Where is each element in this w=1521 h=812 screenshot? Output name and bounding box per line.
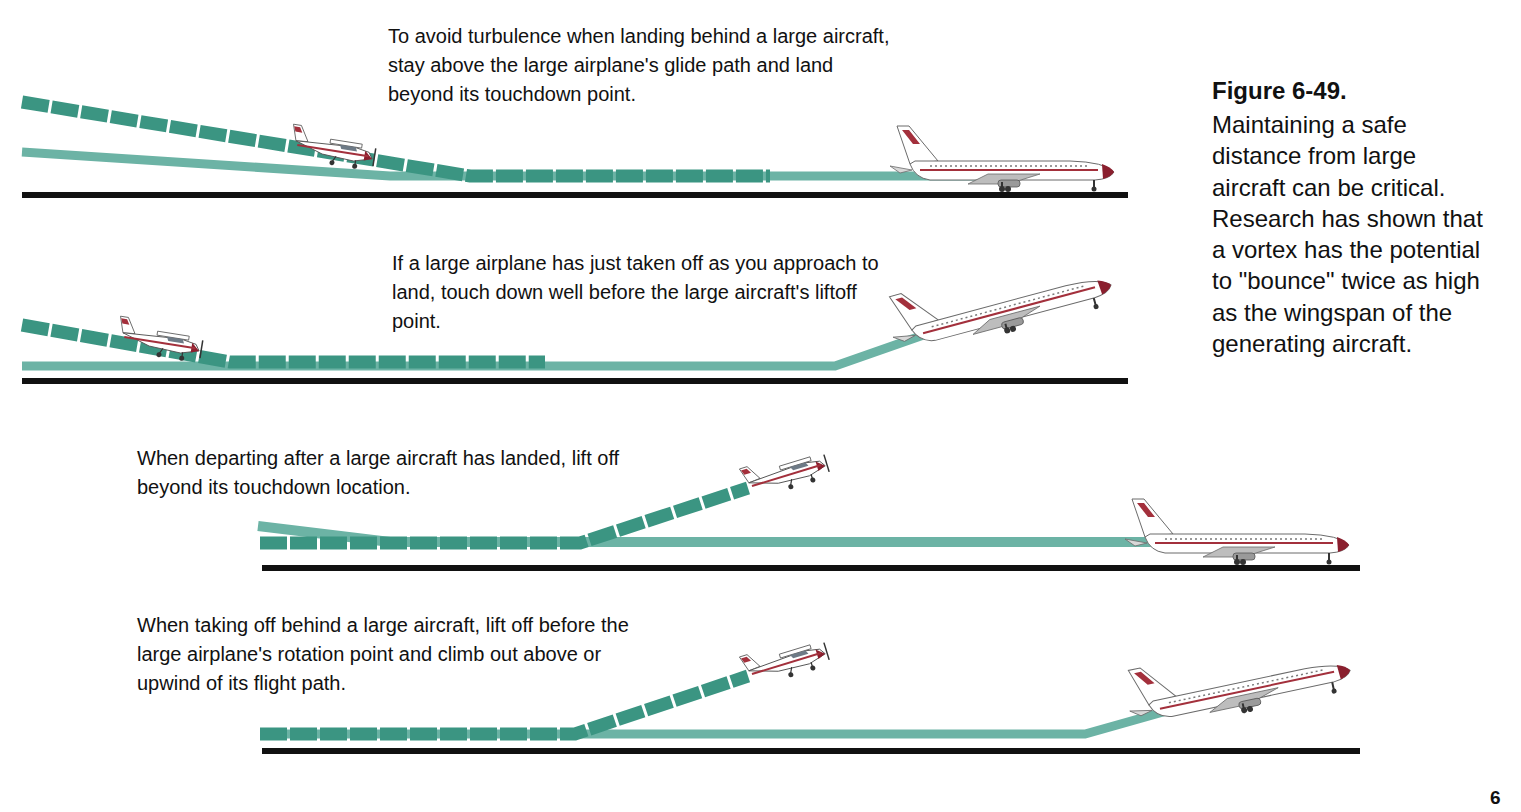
figure-caption: Maintaining a safe distance from large a… bbox=[1212, 109, 1488, 359]
figure-title: Figure 6-49. bbox=[1212, 75, 1492, 106]
runway bbox=[22, 192, 1128, 198]
panel-note: When taking off behind a large aircraft,… bbox=[137, 611, 637, 698]
runway bbox=[262, 748, 1360, 754]
flight-path bbox=[22, 102, 770, 176]
small-airplane bbox=[115, 316, 204, 363]
large-airplane bbox=[1125, 499, 1349, 565]
panel-note: When departing after a large aircraft ha… bbox=[137, 444, 632, 502]
small-airplane bbox=[739, 632, 830, 690]
runway bbox=[262, 565, 1360, 571]
large-airplane bbox=[1121, 625, 1354, 736]
runway bbox=[22, 378, 1128, 384]
small-airplane bbox=[288, 124, 377, 171]
flight-path bbox=[22, 325, 545, 362]
page-number: 6 bbox=[1490, 787, 1514, 809]
panel-note: To avoid turbulence when landing behind … bbox=[388, 22, 904, 109]
large-airplane bbox=[883, 241, 1116, 363]
large-airplane bbox=[890, 126, 1114, 192]
small-airplane bbox=[739, 444, 830, 502]
panel-note: If a large airplane has just taken off a… bbox=[392, 249, 892, 336]
